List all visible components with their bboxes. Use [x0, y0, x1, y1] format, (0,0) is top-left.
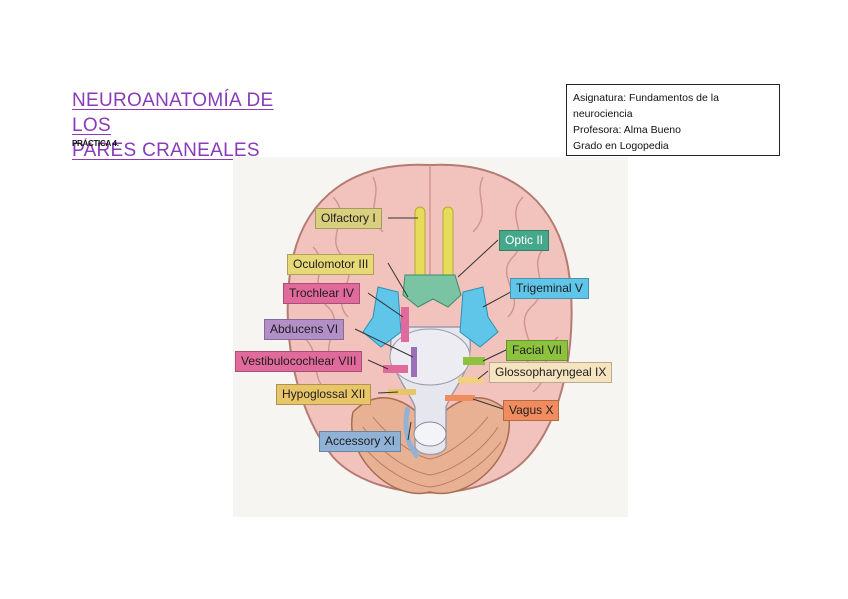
course-degree: Grado en Logopedia: [573, 140, 669, 152]
spinal-cord-section: [413, 421, 447, 447]
trochlear-nerve: [401, 307, 409, 342]
facial-nerve: [463, 357, 485, 365]
label-olfactory: Olfactory I: [315, 208, 382, 229]
label-glossopharyngeal: Glossopharyngeal IX: [489, 362, 613, 383]
vagus-nerve: [445, 395, 475, 401]
label-vestibulocochlear: Vestibulocochlear VIII: [235, 351, 363, 372]
label-oculomotor: Oculomotor III: [287, 254, 375, 275]
abducens-nerve: [411, 347, 417, 377]
course-info-box: Asignatura: Fundamentos de la neurocienc…: [566, 84, 780, 156]
optic-chiasm: [402, 274, 462, 308]
label-hypoglossal: Hypoglossal XII: [276, 384, 372, 405]
olfactory-bulb-right: [442, 206, 454, 283]
label-vagus: Vagus X: [503, 400, 560, 421]
glossopharyngeal-nerve: [458, 377, 483, 383]
accessory-nerve: [403, 406, 420, 459]
trigeminal-right: [459, 286, 499, 348]
page-title: NEUROANATOMÍA DE LOS PARES CRANEALES: [72, 88, 312, 163]
label-optic: Optic II: [499, 230, 550, 251]
page-title-line-1: NEUROANATOMÍA DE LOS: [72, 90, 274, 136]
practice-subtitle: PRÁCTICA 4.: [72, 139, 119, 148]
label-trochlear: Trochlear IV: [283, 283, 360, 304]
cranial-nerves-figure: Olfactory I Optic II Oculomotor III Troc…: [233, 157, 628, 517]
course-professor: Profesora: Alma Bueno: [573, 124, 681, 136]
course-subject: Asignatura: Fundamentos de la neurocienc…: [573, 92, 719, 120]
label-abducens: Abducens VI: [264, 319, 345, 340]
vestibulocochlear-nerve: [383, 365, 408, 373]
leader-lines: [354, 217, 519, 441]
label-trigeminal: Trigeminal V: [510, 278, 589, 299]
hypoglossal-nerve: [388, 389, 416, 395]
label-facial: Facial VII: [506, 340, 569, 361]
trigeminal-left: [362, 286, 402, 348]
label-accessory: Accessory XI: [319, 431, 402, 452]
page-title-line-2: PARES CRANEALES: [72, 140, 260, 161]
